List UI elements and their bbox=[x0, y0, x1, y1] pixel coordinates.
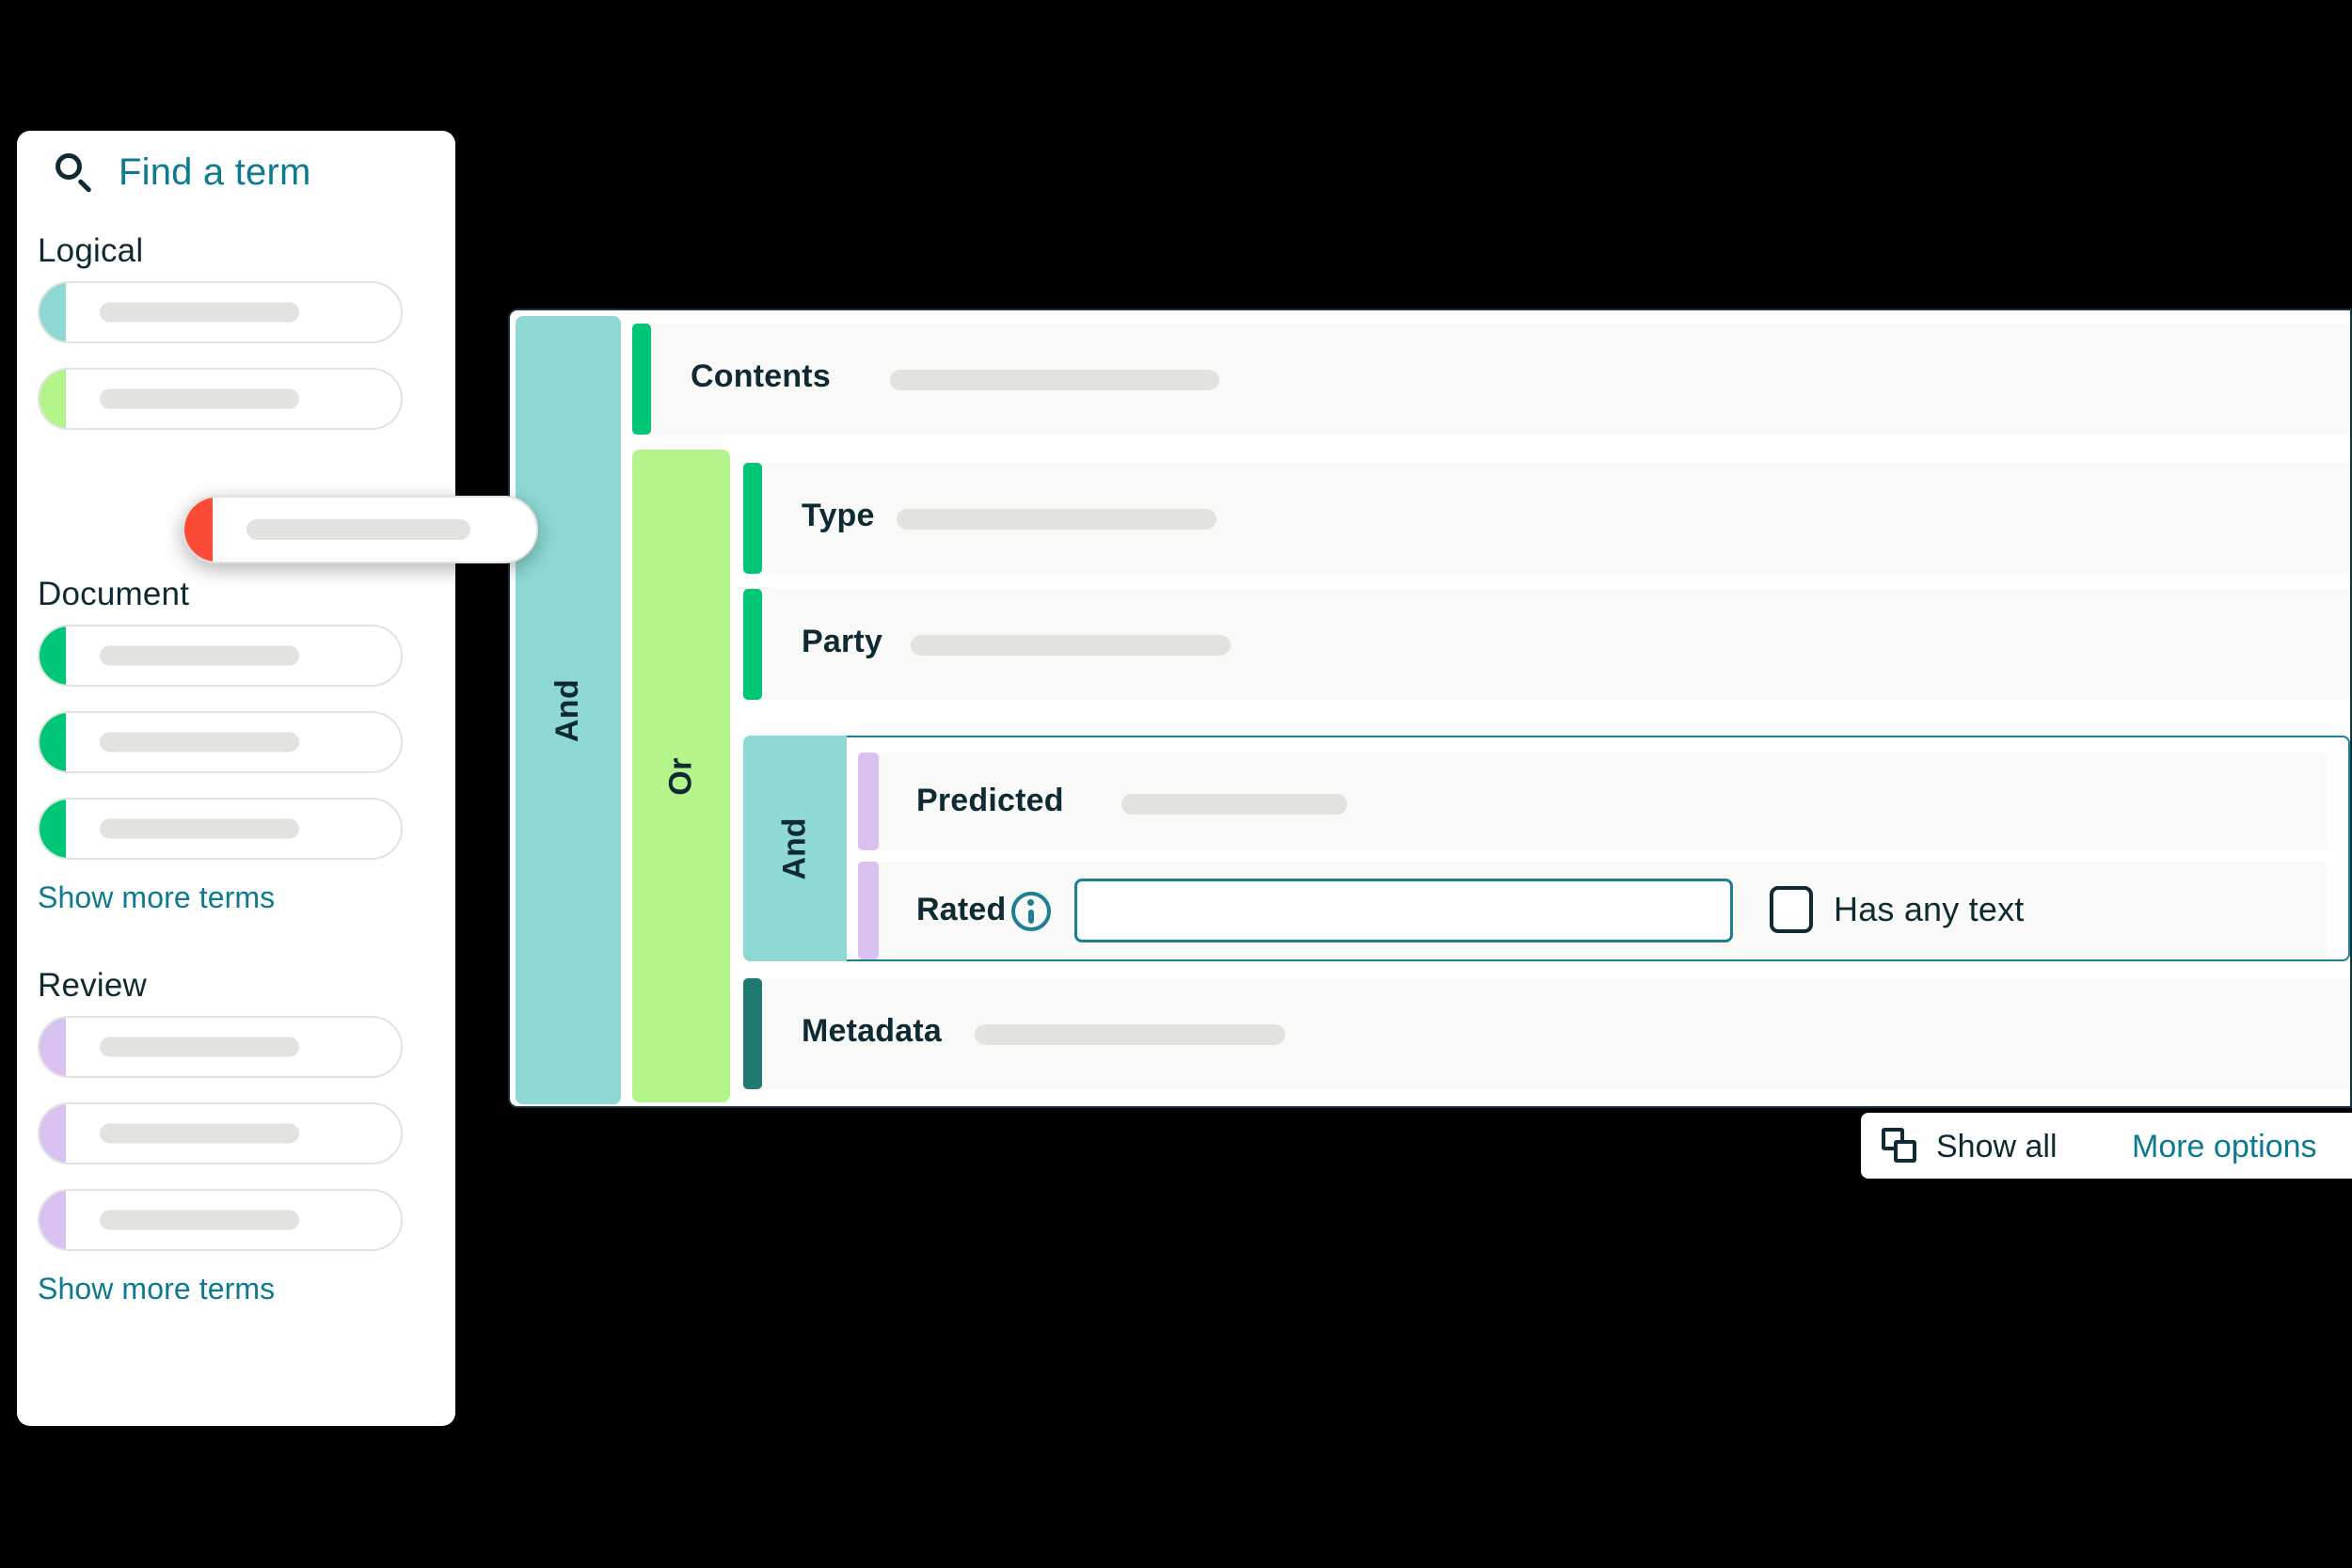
term-placeholder bbox=[100, 1037, 299, 1057]
condition-label-metadata: Metadata bbox=[802, 1013, 942, 1049]
term-placeholder bbox=[100, 818, 299, 839]
group-title-logical: Logical bbox=[38, 232, 144, 269]
operator-label-and-inner: And bbox=[776, 816, 813, 880]
condition-row-rated[interactable]: Rated Has any text bbox=[858, 862, 2328, 959]
term-accent bbox=[40, 1104, 66, 1163]
row-accent bbox=[632, 324, 651, 435]
show-more-terms-document[interactable]: Show more terms bbox=[38, 880, 276, 914]
term-accent bbox=[40, 1191, 66, 1249]
row-accent bbox=[743, 589, 762, 700]
term-placeholder bbox=[100, 645, 299, 666]
has-any-text-label: Has any text bbox=[1834, 890, 2025, 928]
search-icon bbox=[55, 152, 96, 194]
condition-row-party[interactable]: Party bbox=[743, 589, 2350, 700]
query-builder-panel: And Or Contents Type Party And bbox=[508, 309, 2352, 1108]
find-a-term-header[interactable]: Find a term bbox=[55, 151, 311, 194]
condition-row-contents[interactable]: Contents bbox=[632, 324, 2350, 435]
condition-value-placeholder bbox=[890, 370, 1219, 390]
term-pill-review-1[interactable] bbox=[38, 1016, 403, 1078]
find-a-term-label: Find a term bbox=[119, 151, 311, 193]
dragged-term-pill-logical-3[interactable] bbox=[183, 496, 538, 563]
row-accent bbox=[858, 862, 879, 959]
nested-and-group: And Predicted Rated Has any text bbox=[743, 736, 2350, 961]
term-placeholder bbox=[100, 1123, 299, 1144]
has-any-text-checkbox[interactable] bbox=[1770, 886, 1813, 933]
term-accent bbox=[40, 1018, 66, 1076]
term-placeholder bbox=[246, 519, 470, 540]
operator-label-or: Or bbox=[662, 756, 699, 796]
condition-label-rated: Rated bbox=[916, 892, 1007, 927]
find-a-term-panel: Find a term Logical Document Show more t… bbox=[17, 131, 455, 1426]
term-accent bbox=[184, 498, 213, 562]
term-placeholder bbox=[100, 1210, 299, 1230]
condition-row-type[interactable]: Type bbox=[743, 463, 2350, 574]
term-placeholder bbox=[100, 302, 299, 323]
condition-value-placeholder bbox=[911, 635, 1231, 656]
term-pill-document-1[interactable] bbox=[38, 625, 403, 687]
condition-label-contents: Contents bbox=[691, 358, 831, 394]
term-pill-logical-1[interactable] bbox=[38, 281, 403, 343]
copy-squares-icon bbox=[1882, 1128, 1919, 1164]
term-accent bbox=[40, 626, 66, 685]
term-pill-logical-2[interactable] bbox=[38, 368, 403, 430]
info-circle-icon[interactable] bbox=[1011, 892, 1051, 931]
term-accent bbox=[40, 713, 66, 771]
condition-value-placeholder bbox=[897, 509, 1216, 530]
operator-rail-and-inner[interactable]: And bbox=[743, 736, 847, 961]
condition-label-type: Type bbox=[802, 498, 875, 533]
rated-text-input[interactable] bbox=[1074, 879, 1733, 942]
condition-label-party: Party bbox=[802, 624, 883, 659]
condition-value-placeholder bbox=[975, 1024, 1285, 1045]
term-placeholder bbox=[100, 388, 299, 409]
term-accent bbox=[40, 283, 66, 341]
operator-label-and-outer: And bbox=[549, 678, 586, 742]
operator-rail-and-outer[interactable]: And bbox=[516, 316, 621, 1104]
term-pill-document-3[interactable] bbox=[38, 798, 403, 860]
show-all-button[interactable]: Show all bbox=[1936, 1129, 2058, 1164]
term-accent bbox=[40, 370, 66, 428]
row-accent bbox=[743, 463, 762, 574]
condition-label-predicted: Predicted bbox=[916, 783, 1064, 818]
row-accent bbox=[858, 752, 879, 850]
condition-value-placeholder bbox=[1121, 794, 1347, 815]
group-title-review: Review bbox=[38, 967, 147, 1004]
row-accent bbox=[743, 978, 762, 1089]
term-pill-review-2[interactable] bbox=[38, 1102, 403, 1164]
more-options-button[interactable]: More options bbox=[2132, 1129, 2317, 1164]
condition-row-metadata[interactable]: Metadata bbox=[743, 978, 2350, 1089]
term-pill-review-3[interactable] bbox=[38, 1189, 403, 1251]
query-builder-footer: Show all More options bbox=[1861, 1113, 2352, 1179]
group-title-document: Document bbox=[38, 576, 190, 612]
has-any-text-checkbox-group[interactable]: Has any text bbox=[1770, 886, 2025, 933]
operator-rail-or[interactable]: Or bbox=[632, 450, 730, 1102]
term-pill-document-2[interactable] bbox=[38, 711, 403, 773]
term-placeholder bbox=[100, 732, 299, 752]
condition-row-predicted[interactable]: Predicted bbox=[858, 752, 2328, 850]
show-more-terms-review[interactable]: Show more terms bbox=[38, 1272, 276, 1306]
term-accent bbox=[40, 800, 66, 858]
